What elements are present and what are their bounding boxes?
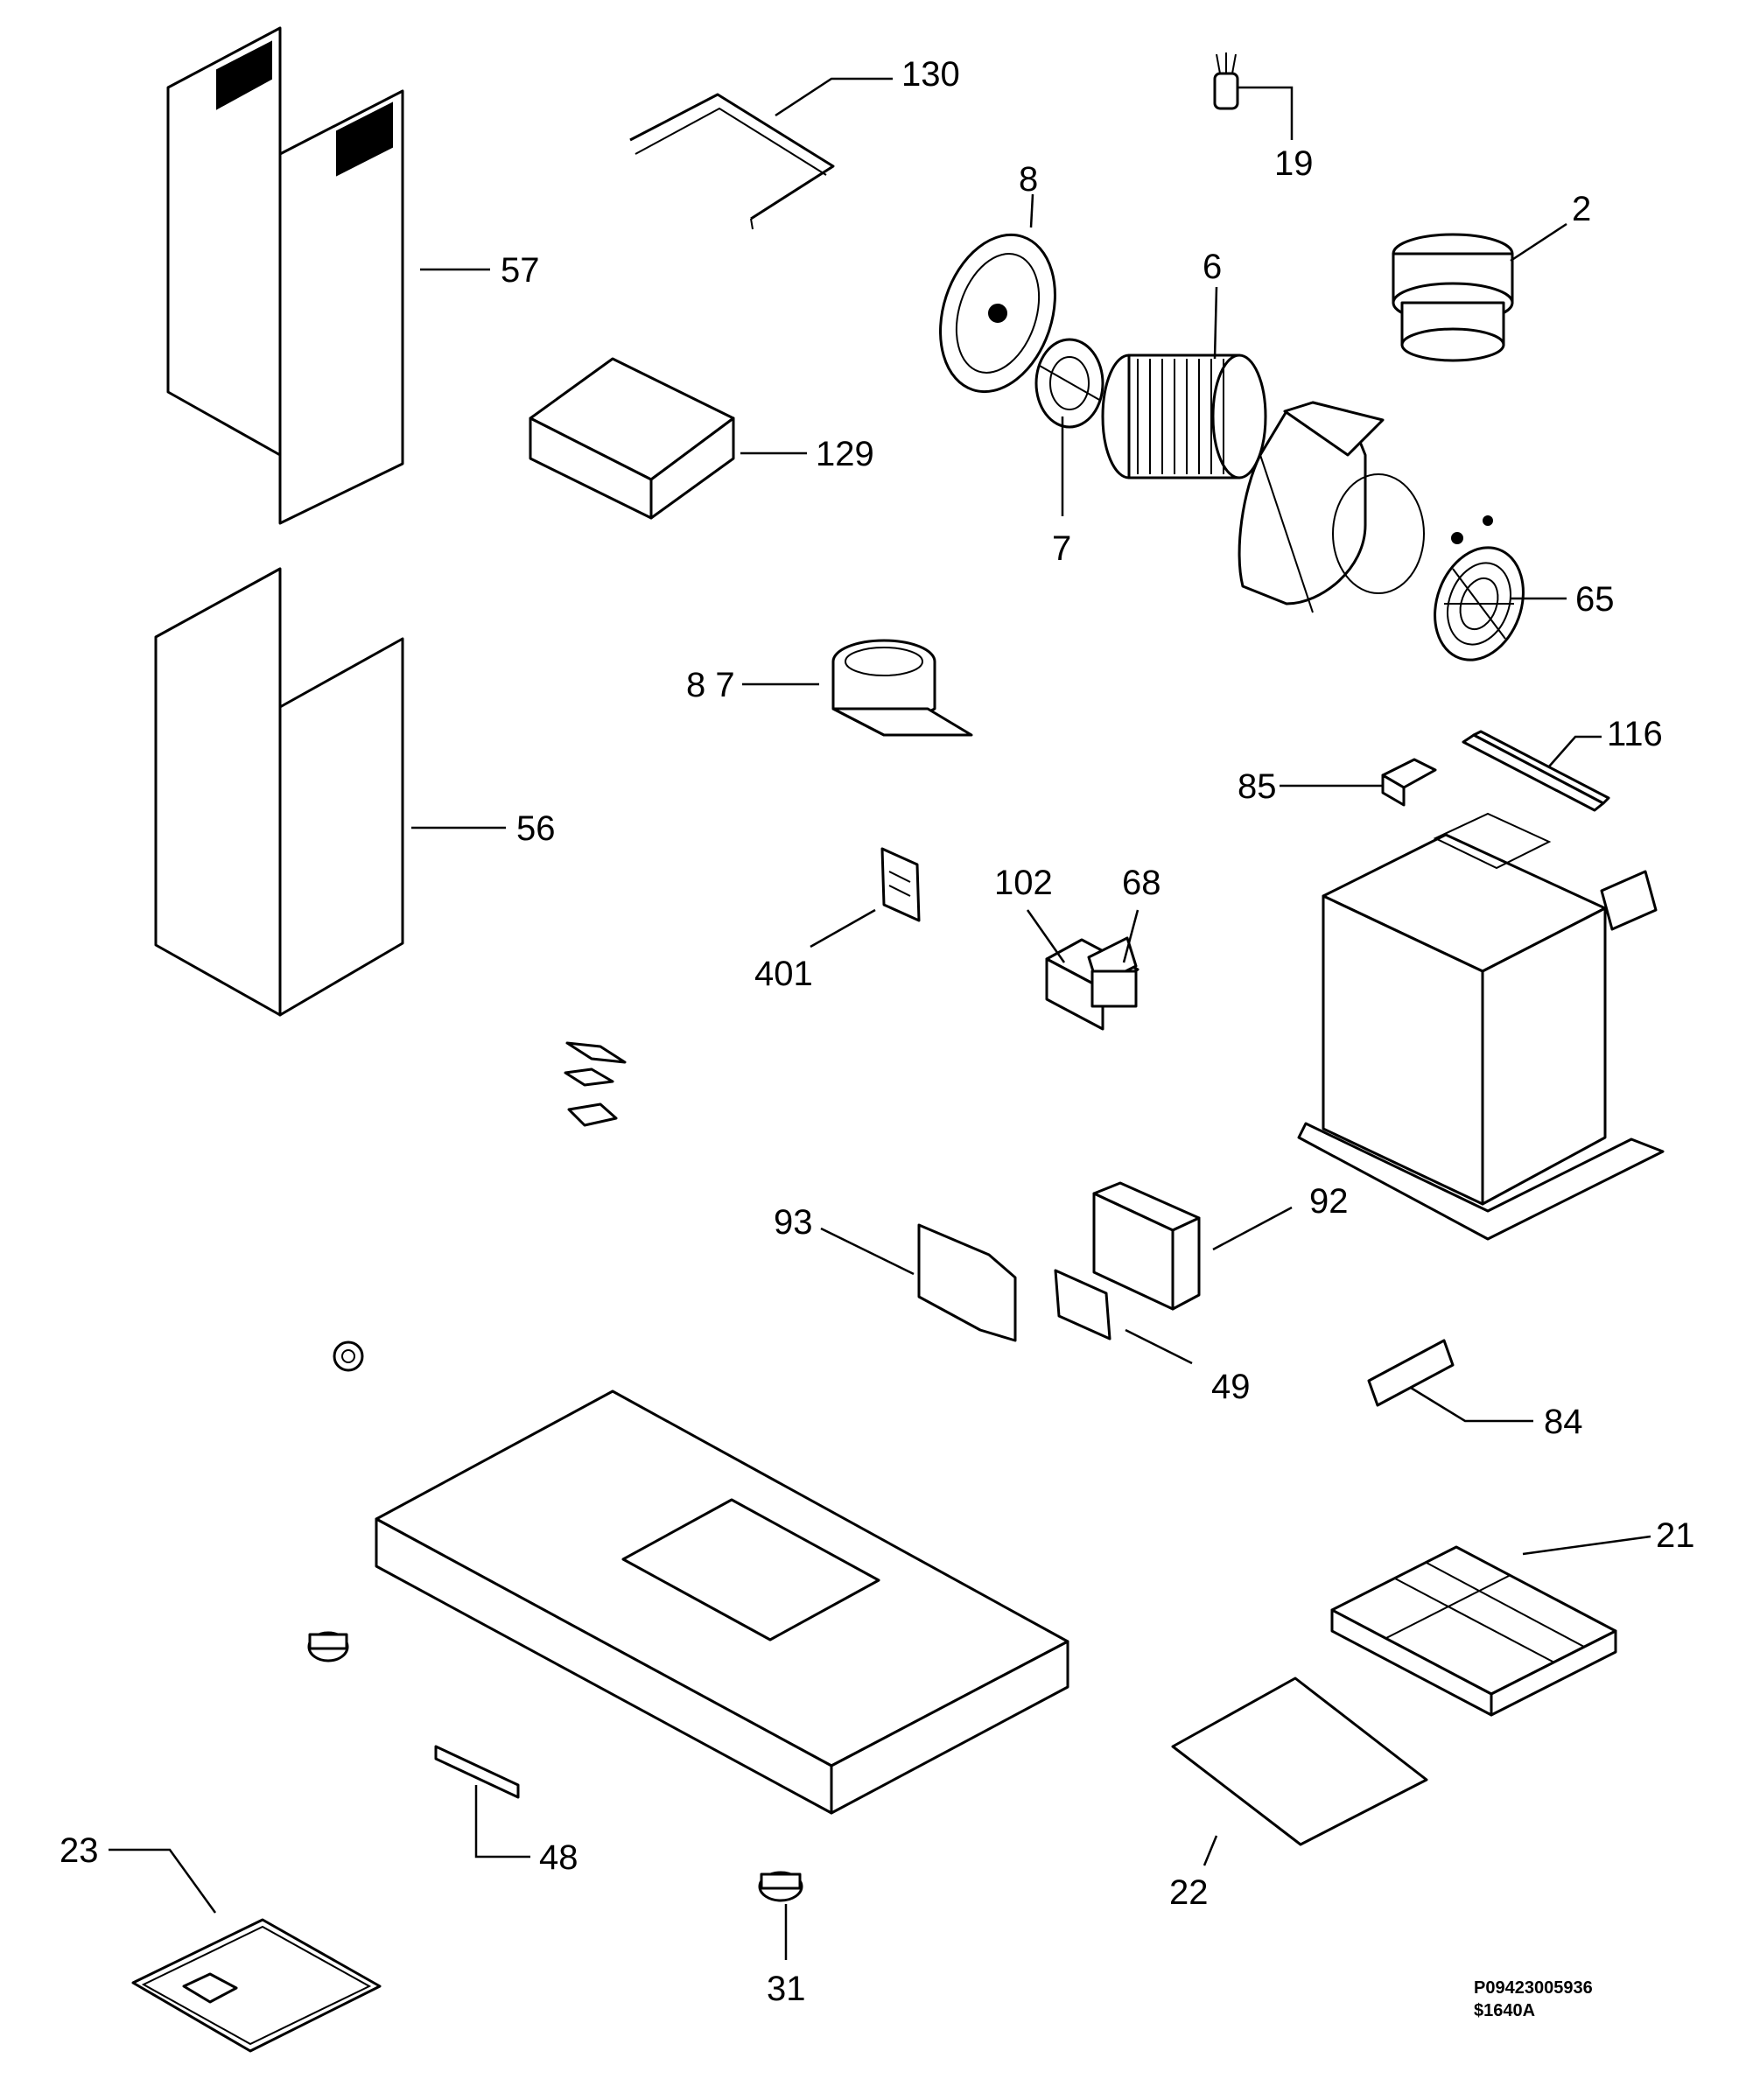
callout-56: 56 bbox=[516, 809, 556, 848]
part-129-housing-box bbox=[529, 357, 735, 520]
callout-129: 129 bbox=[816, 435, 874, 473]
reference-code: P09423005936 $1640A bbox=[1474, 1978, 1593, 2020]
part-401-pcb bbox=[880, 847, 921, 922]
part-22-filter-pad bbox=[1171, 1676, 1428, 1846]
callout-48: 48 bbox=[539, 1838, 578, 1877]
callout-68: 68 bbox=[1122, 864, 1161, 902]
callout-65: 65 bbox=[1575, 580, 1615, 619]
callout-130: 130 bbox=[901, 55, 960, 94]
hood-main-body bbox=[1297, 812, 1665, 1241]
part-93-pcb-plate bbox=[917, 1223, 1017, 1342]
blower-housing bbox=[1238, 401, 1425, 613]
callout-84: 84 bbox=[1544, 1403, 1583, 1441]
part-85-small-bracket bbox=[1381, 758, 1437, 807]
part-57-upper-chimney bbox=[166, 26, 404, 525]
part-65-inlet-grille bbox=[1434, 515, 1525, 662]
callout-8: 8 bbox=[1019, 160, 1038, 199]
reference-code-sub: $1640A bbox=[1474, 2001, 1535, 2020]
part-8-motor-plate bbox=[939, 233, 1056, 394]
callout-401: 401 bbox=[754, 955, 813, 993]
part-130-bracket-frame bbox=[629, 93, 835, 230]
callout-57: 57 bbox=[501, 251, 540, 290]
part-92-control-box bbox=[1092, 1181, 1201, 1311]
part-19-capacitor bbox=[1213, 52, 1239, 110]
callout-49: 49 bbox=[1211, 1368, 1251, 1406]
upper-chimney-vent-grille bbox=[216, 40, 393, 177]
callout-7: 7 bbox=[1052, 529, 1071, 568]
part-21-filter-frame bbox=[1330, 1545, 1617, 1717]
callout-19: 19 bbox=[1274, 144, 1314, 183]
hood-canopy bbox=[375, 1390, 1069, 1815]
part-6-blower-wheel bbox=[1101, 354, 1267, 480]
part-23-grease-filter bbox=[131, 1918, 382, 2053]
callout-6: 6 bbox=[1203, 248, 1222, 286]
callout-85: 85 bbox=[1238, 767, 1277, 806]
callout-22: 22 bbox=[1169, 1873, 1209, 1912]
nut bbox=[333, 1340, 364, 1372]
part-31-knob bbox=[758, 1871, 803, 1902]
callout-31: 31 bbox=[767, 1970, 806, 2008]
part-116-mounting-rail bbox=[1462, 730, 1610, 812]
leader-lines bbox=[109, 77, 1651, 1960]
callout-102: 102 bbox=[994, 864, 1053, 902]
callout-93: 93 bbox=[774, 1203, 813, 1242]
callout-23: 23 bbox=[60, 1831, 99, 1870]
knob-upper bbox=[307, 1631, 349, 1662]
switch-parts-stack bbox=[564, 1041, 627, 1127]
callout-labels: 130 19 8 2 6 57 129 7 65 8 7 116 85 56 1… bbox=[60, 55, 1695, 2008]
callout-87: 8 7 bbox=[686, 666, 735, 704]
part-87-air-transition bbox=[831, 639, 973, 737]
callout-21: 21 bbox=[1656, 1516, 1695, 1555]
part-48-button-strip bbox=[434, 1745, 520, 1799]
part-7-motor bbox=[1034, 338, 1104, 429]
part-56-lower-chimney bbox=[154, 567, 404, 1017]
callout-116: 116 bbox=[1607, 715, 1663, 753]
callout-92: 92 bbox=[1309, 1182, 1349, 1221]
callout-2: 2 bbox=[1572, 190, 1591, 228]
part-49-pcb bbox=[1054, 1269, 1111, 1340]
reference-code-main: P09423005936 bbox=[1474, 1978, 1593, 1998]
part-2-outlet-collar bbox=[1392, 233, 1514, 362]
part-84-terminal bbox=[1367, 1339, 1455, 1407]
part-102-68-transformer bbox=[1045, 936, 1139, 1031]
